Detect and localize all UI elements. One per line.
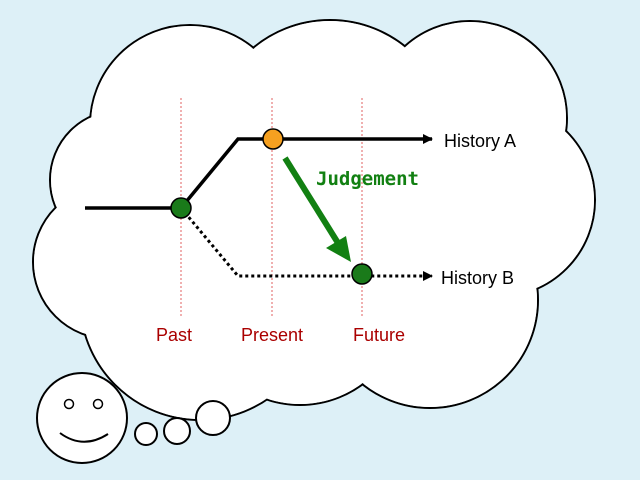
left-eye [63,398,75,410]
right-eye [92,398,104,410]
judgement-label: Judgement [316,168,419,190]
thought-bubbles [134,400,231,446]
smile [59,432,109,443]
smiley-face-icon [36,372,128,464]
present-label: Present [241,325,303,345]
future-label: Future [353,325,405,345]
judgement-arrow-shaft [282,156,341,245]
judgement-arrow-head [326,236,351,262]
history-a-label: History A [444,131,516,151]
past-label: Past [156,325,192,345]
thought-bubble-large [195,400,231,436]
cloud-fill [34,21,594,419]
history-a-line [85,134,433,210]
thought-bubble-small [134,422,158,446]
present-node [262,128,284,150]
thought-bubble-medium [163,417,191,445]
branch-point-node [170,197,192,219]
history-b-label: History B [441,268,514,288]
future-node [351,263,373,285]
